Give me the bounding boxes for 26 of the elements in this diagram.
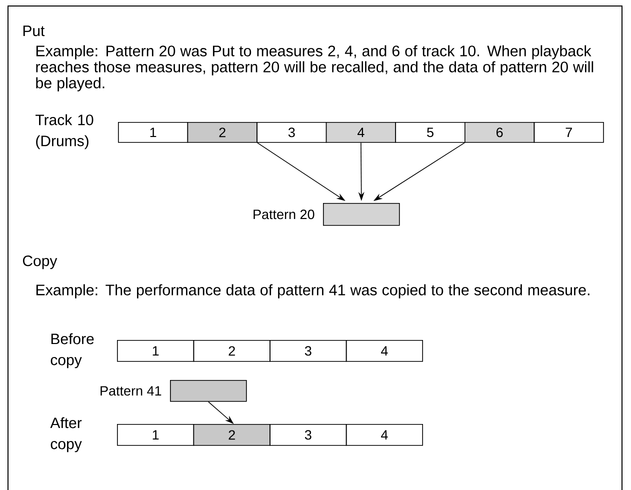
measure-cell: 5: [395, 122, 466, 143]
measure-cell: 2: [187, 122, 258, 143]
example-text: Example: The performance data of pattern 41 was copied to the second measure.: [36, 284, 590, 298]
measure-cell: 1: [118, 122, 188, 143]
pattern-box: [323, 203, 400, 226]
measure-cell: 4: [346, 424, 423, 446]
row-label: Before copy: [50, 333, 94, 368]
row-label: After copy: [50, 417, 82, 452]
measure-cell: 2: [193, 424, 270, 446]
measure-cell: 2: [193, 340, 270, 362]
example-text: Example: Pattern 20 was Put to measures 2, 4, and 6 of track 10. When playback reaches those measures, pattern 20 will be recalled, and the data of pattern 20 will be played.: [36, 45, 594, 92]
measure-cell: 4: [326, 122, 396, 143]
pattern-label: Pattern 20: [254, 210, 314, 220]
row-label: Track 10 (Drums): [36, 114, 94, 150]
measure-cell: 1: [117, 340, 194, 362]
measure-cell: 6: [464, 122, 535, 143]
measure-cell: 4: [346, 340, 423, 362]
measure-cell: 1: [117, 424, 194, 446]
measure-cell: 3: [256, 122, 327, 143]
pattern-label: Pattern 41: [100, 386, 162, 396]
pattern-box: [170, 380, 247, 402]
measure-cell: 3: [270, 340, 347, 362]
measure-cell: 7: [534, 122, 604, 143]
measure-cell: 3: [270, 424, 347, 446]
section-heading: Copy: [22, 256, 58, 270]
section-heading: Put: [23, 26, 45, 36]
